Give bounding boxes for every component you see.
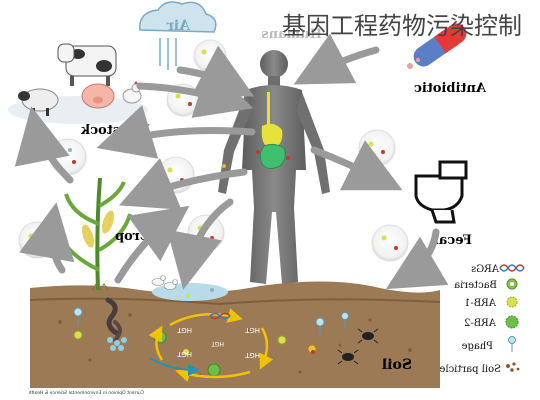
arb2-icon [505,315,519,329]
beetle-icon [337,349,359,365]
legend-item-arb2: ARB-2 [464,315,519,329]
legend-label: Phage [461,341,493,352]
microbe-bubble [49,138,87,176]
legend-item-phage: Phage [461,336,516,352]
soil-label: Soil [382,357,412,373]
legend-item-soil-particle: Soil particle [439,362,520,375]
dna-helix-icon [209,312,231,320]
air-label: Air [166,18,191,34]
phage-icon [508,336,516,352]
hgt-label: HGT [211,340,224,347]
hgt-cycle: HGT HGT HGT HGT HGT [148,308,274,382]
human-figure [218,50,330,284]
legend-item-bacteria: Bacteria [454,278,518,291]
dna-helix-icon [499,264,525,272]
hgt-label: HGT [245,326,260,334]
chicken-icon [122,81,142,104]
legend-label: ARB-1 [464,298,497,309]
antibiotic-label: Antibiotic [414,81,487,96]
bacteria-cluster [73,330,317,377]
legend-label: Soil particle [439,364,501,375]
soil-particle-icon [506,362,520,372]
hgt-label: HGT [245,351,260,359]
legend-label: Bacteria [454,280,497,291]
toilet-icon: Fecal [414,160,472,248]
legend-item-args: ARGs [471,264,525,275]
gut-organs [256,92,290,170]
beetle-icon [357,328,379,344]
flow-arrows [14,33,449,290]
earthworm [105,297,121,337]
livestock-group: Livestock [8,43,150,138]
pig-icon [81,83,115,109]
legend-label: ARGs [471,264,500,275]
phage-icon [73,307,349,336]
fecal-label: Fecal [434,233,472,248]
antibiotic-capsule: Antibiotic [407,23,487,96]
earthworm [113,320,122,342]
source-credit: Current Opinion in Environmental Science… [28,390,144,396]
cow-icon [57,43,117,86]
legend-label: ARB-2 [464,318,497,329]
arb1-icon [506,296,518,308]
duck-icon [151,275,178,290]
microbe-bubble [193,39,227,73]
hgt-label: HGT [177,350,192,358]
microbe-bubble [358,129,396,167]
page-title: 基因工程药物污染控制 [282,12,522,40]
water-puddle [151,275,228,301]
legend-item-arb1: ARB-1 [464,296,518,309]
microbe-bubble [371,224,409,262]
legend: ARGs Bacteria ARB-1 ARB-2 Phage [439,264,525,375]
hgt-label: HGT [177,326,192,334]
soil-layer: HGT HGT HGT HGT HGT Soil [29,275,441,388]
bacteria-icon [506,278,518,290]
air-cloud: Air [139,1,217,70]
